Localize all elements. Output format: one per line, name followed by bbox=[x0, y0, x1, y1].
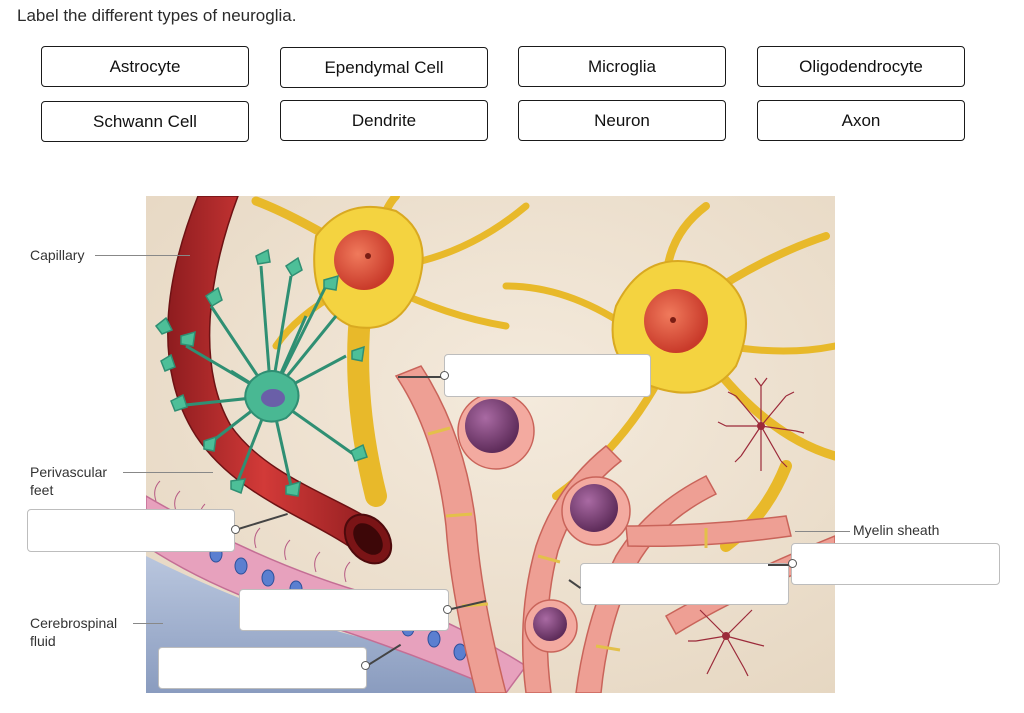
label-chip-oligodendrocyte[interactable]: Oligodendrocyte bbox=[757, 46, 965, 87]
capillary-label: Capillary bbox=[30, 247, 85, 263]
neuron-nucleus-2 bbox=[644, 289, 708, 353]
cerebrospinal-fluid-leader bbox=[133, 623, 163, 624]
myelin-sheath-leader bbox=[795, 531, 850, 532]
capillary-lumen-inner bbox=[353, 523, 383, 555]
label-chip-neuron[interactable]: Neuron bbox=[518, 100, 726, 141]
astrocyte-end-feet bbox=[154, 248, 368, 497]
neuroglia-artwork bbox=[146, 196, 835, 693]
drop-zone-5-handle bbox=[443, 605, 452, 614]
drop-zone-2-handle bbox=[231, 525, 240, 534]
myelin-sheath-label: Myelin sheath bbox=[853, 522, 940, 538]
label-chip-microglia[interactable]: Microglia bbox=[518, 46, 726, 87]
perivascular-feet-leader bbox=[123, 472, 213, 473]
neuroglia-illustration bbox=[146, 196, 835, 693]
microglia-body-1 bbox=[757, 422, 765, 430]
neuron-nucleus-1 bbox=[334, 230, 394, 290]
label-chip-astrocyte[interactable]: Astrocyte bbox=[41, 46, 249, 87]
neuron-nucleolus-2 bbox=[670, 317, 676, 323]
drop-zone-5[interactable] bbox=[239, 589, 449, 631]
label-chip-ependymal-cell[interactable]: Ependymal Cell bbox=[280, 47, 488, 88]
drop-zone-6[interactable] bbox=[158, 647, 367, 689]
oligodendrocytes bbox=[457, 392, 631, 653]
neuron-nucleolus-1 bbox=[365, 253, 371, 259]
drop-zone-1-pointer bbox=[398, 376, 444, 378]
capillary-leader bbox=[95, 255, 190, 256]
microglia-body-2 bbox=[722, 632, 730, 640]
label-chip-axon[interactable]: Axon bbox=[757, 100, 965, 141]
drop-zone-1[interactable] bbox=[444, 354, 651, 397]
drop-zone-1-handle bbox=[440, 371, 449, 380]
drop-zone-3[interactable] bbox=[580, 563, 789, 605]
microglia-bottom bbox=[688, 609, 765, 677]
drop-zone-4-pointer bbox=[768, 564, 793, 566]
cerebrospinal-fluid-label: Cerebrospinal fluid bbox=[30, 615, 118, 649]
drop-zone-4-handle bbox=[788, 559, 797, 568]
question-prompt: Label the different types of neuroglia. bbox=[17, 6, 297, 25]
drop-zone-4[interactable] bbox=[791, 543, 1000, 585]
perivascular-feet-label: Perivascular feet bbox=[30, 464, 108, 498]
drop-zone-6-handle bbox=[361, 661, 370, 670]
drop-zone-2[interactable] bbox=[27, 509, 235, 552]
astrocyte-nucleus bbox=[261, 389, 285, 407]
label-chip-schwann-cell[interactable]: Schwann Cell bbox=[41, 101, 249, 142]
microglia-right bbox=[717, 377, 805, 471]
label-chip-dendrite[interactable]: Dendrite bbox=[280, 100, 488, 141]
